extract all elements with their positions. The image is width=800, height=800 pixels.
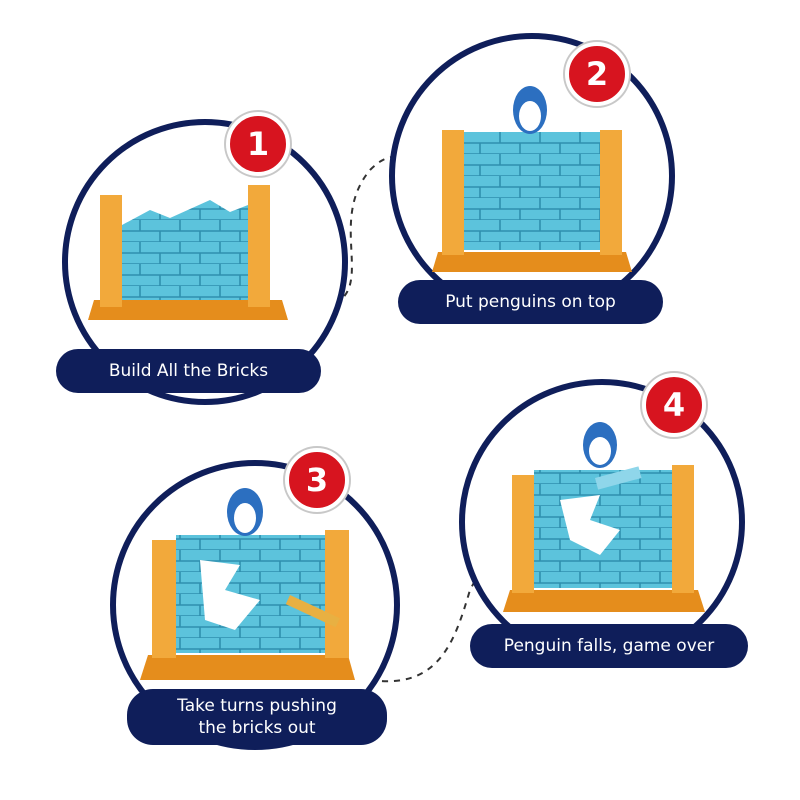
brick-wall-image-3 (140, 488, 355, 680)
step-1-caption: Build All the Bricks (56, 349, 321, 393)
step-3-caption: Take turns pushing the bricks out (127, 689, 387, 745)
step-4-caption: Penguin falls, game over (470, 624, 748, 668)
step-3-panel (110, 460, 400, 750)
step-2-panel (389, 33, 675, 319)
step-4-caption-text: Penguin falls, game over (503, 636, 715, 656)
step-3-caption-line-1: Take turns pushing (177, 696, 337, 716)
step-3-badge: 3 (285, 448, 349, 512)
step-1-caption-text: Build All the Bricks (108, 361, 269, 381)
step-2-caption-text: Put penguins on top (445, 292, 616, 312)
step-1-panel (62, 119, 348, 405)
connector-3-4 (369, 559, 489, 683)
step-4-panel (459, 379, 745, 665)
step-2-caption: Put penguins on top (398, 280, 663, 324)
step-3-caption-line-2: the bricks out (198, 718, 316, 738)
step-2-badge: 2 (565, 42, 629, 106)
connector-1-2 (299, 156, 406, 311)
step-4-badge: 4 (642, 373, 706, 437)
brick-wall-image-2 (432, 86, 632, 272)
brick-wall-image-4 (503, 422, 705, 612)
step-1-badge: 1 (226, 112, 290, 176)
brick-wall-image-1 (88, 185, 288, 320)
